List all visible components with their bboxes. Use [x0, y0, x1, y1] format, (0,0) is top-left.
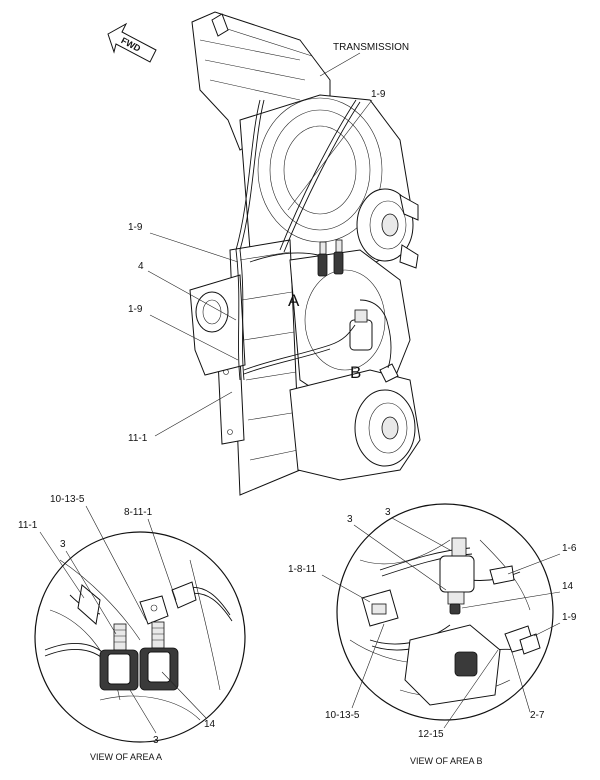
view-a-callout-14: 14	[204, 719, 216, 730]
view-b-callout-1-6: 1-6	[562, 543, 577, 554]
view-a-callout-8-11-1: 8-11-1	[124, 507, 153, 518]
view-a-solenoid-left	[99, 623, 139, 691]
view-of-area-b: VIEW OF AREA B	[336, 503, 554, 766]
view-b-callout-3-b: 3	[347, 514, 353, 525]
view-b-callout-12-15: 12-15	[418, 729, 444, 740]
view-b-circle	[336, 503, 554, 721]
main-callouts: TRANSMISSION 1-9 1-9 4 1-9 11-1 A B	[128, 42, 409, 444]
callout-left-11-1: 11-1	[128, 433, 148, 444]
upper-output-flange	[356, 188, 419, 269]
view-b-caption: VIEW OF AREA B	[410, 756, 483, 766]
view-b-callout-10-13-5: 10-13-5	[325, 710, 360, 721]
callout-left-1-9-b: 1-9	[128, 304, 143, 315]
area-b-solenoid	[349, 309, 399, 383]
view-of-area-a: VIEW OF AREA A	[34, 531, 246, 762]
view-a-circle	[34, 531, 246, 743]
area-a-solenoids	[317, 239, 344, 277]
callout-top-1-9: 1-9	[371, 89, 386, 100]
callout-left-1-9-a: 1-9	[128, 222, 143, 233]
area-label-a: A	[288, 291, 300, 310]
view-b-callout-3-a: 3	[385, 507, 391, 518]
transmission-assembly-drawing	[189, 11, 421, 496]
view-b-solenoid	[439, 537, 475, 615]
view-a-callout-11-1: 11-1	[18, 520, 38, 531]
view-b-callout-1-8-11: 1-8-11	[288, 564, 317, 575]
view-a-callout-10-13-5: 10-13-5	[50, 494, 85, 505]
view-a-callout-3-bottom: 3	[153, 735, 159, 746]
view-b-callout-14: 14	[562, 581, 574, 592]
view-b-callout-2-7: 2-7	[530, 710, 545, 721]
view-b-callout-1-9: 1-9	[562, 612, 577, 623]
view-a-caption: VIEW OF AREA A	[90, 752, 162, 762]
callout-left-4: 4	[138, 261, 144, 272]
lower-output-flange	[354, 389, 416, 467]
area-label-b: B	[350, 363, 361, 382]
view-b-callouts: 3 3 1-6 1-8-11 14 1-9 10-13-5 2-7 12-15	[288, 507, 577, 740]
view-a-callout-3-top: 3	[60, 539, 66, 550]
view-a-callouts: 10-13-5 8-11-1 11-1 3 3 14	[18, 494, 216, 746]
fwd-arrow-icon: FWD	[107, 22, 157, 63]
callout-transmission: TRANSMISSION	[333, 42, 409, 53]
